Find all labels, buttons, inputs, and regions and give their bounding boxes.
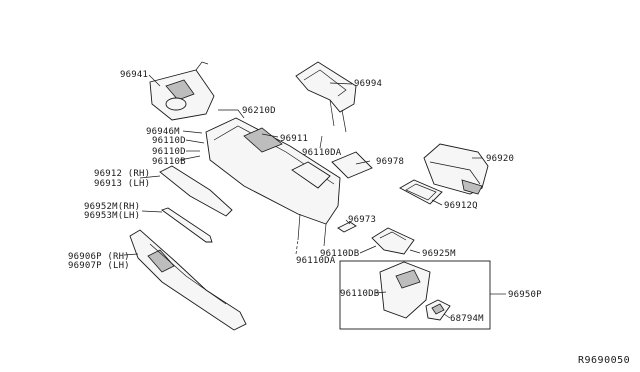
label-96978: 96978: [376, 157, 404, 167]
label-68794m: 68794M: [450, 314, 484, 324]
leader-lines: [123, 74, 506, 319]
armrest-lid-part: [423, 143, 489, 195]
label-96912-rh: 96912 (RH): [94, 169, 150, 179]
console-bracket-part: [295, 61, 357, 133]
label-96920: 96920: [486, 154, 514, 164]
label-96913-lh: 96913 (LH): [94, 179, 150, 189]
label-96953m-lh: 96953M(LH): [84, 211, 140, 221]
storage-tray-part: [399, 179, 443, 205]
small-pad-part: [337, 221, 357, 233]
lower-side-panel-part: [129, 229, 247, 331]
cup-holder-insert-part: [371, 227, 415, 255]
label-96110b: 96110B: [152, 157, 186, 167]
label-96973: 96973: [348, 215, 376, 225]
label-96912q: 96912Q: [444, 201, 478, 211]
usb-port-part: [425, 299, 451, 321]
label-96994: 96994: [354, 79, 382, 89]
shifter-finisher-part: [149, 61, 215, 121]
label-96110da-top: 96110DA: [302, 148, 342, 158]
console-mat-part: [331, 151, 373, 179]
label-96925m: 96925M: [422, 249, 456, 259]
label-96110d-b: 96110D: [152, 147, 186, 157]
label-96110d-a: 96110D: [152, 136, 186, 146]
assembly-box: [339, 260, 491, 330]
label-96110db-a: 96110DB: [320, 249, 359, 259]
trim-strip-part: [161, 207, 213, 243]
label-96110db-b: 96110DB: [340, 289, 379, 299]
label-96911: 96911: [280, 134, 308, 144]
rear-console-assembly-part: [379, 261, 431, 319]
main-console-body-part: [205, 117, 341, 247]
label-96110da-bot: 96110DA: [296, 256, 336, 266]
label-96210d: 96210D: [242, 106, 276, 116]
label-96946m: 96946M: [146, 127, 180, 137]
reference-code: R9690050: [578, 355, 630, 366]
label-96952m-rh: 96952M(RH): [84, 202, 140, 212]
label-96907p-lh: 96907P (LH): [68, 261, 130, 271]
label-96906p-rh: 96906P (RH): [68, 252, 130, 262]
label-96950p: 96950P: [508, 290, 542, 300]
label-96941: 96941: [120, 70, 148, 80]
side-finisher-part: [159, 165, 233, 217]
